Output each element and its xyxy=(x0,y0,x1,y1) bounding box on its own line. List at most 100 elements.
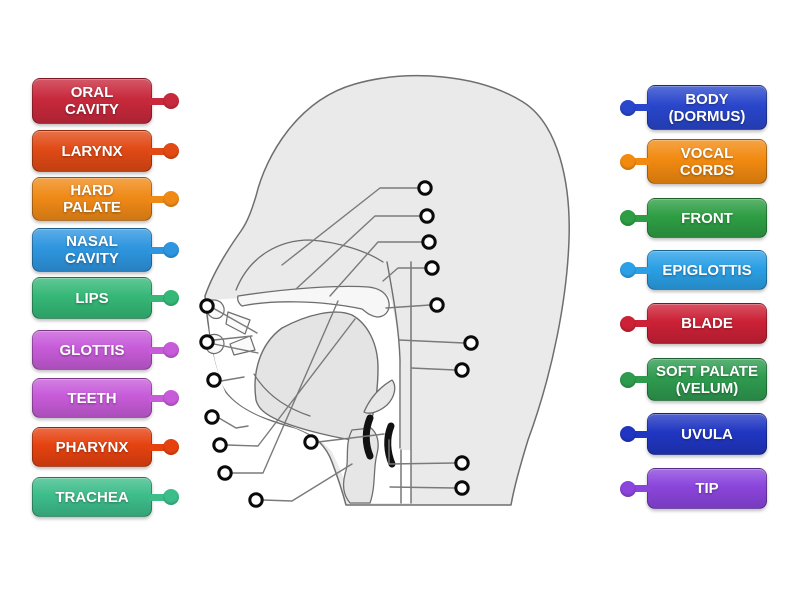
leader-line xyxy=(329,241,423,297)
connector-stem xyxy=(149,147,165,155)
label-text: UVULA xyxy=(681,425,733,443)
connector-dot xyxy=(163,290,179,306)
label-chip-epiglottis[interactable]: EPIGLOTTIS xyxy=(620,250,767,290)
answer-point[interactable] xyxy=(217,465,233,481)
label-text: NASAL CAVITY xyxy=(65,233,119,267)
label-chip-tip[interactable]: TIP xyxy=(620,468,767,509)
connector-dot xyxy=(163,191,179,207)
label-chip-oral-cavity[interactable]: ORAL CAVITY xyxy=(32,78,179,124)
label-text: EPIGLOTTIS xyxy=(662,261,752,279)
nasal-cavity-outline xyxy=(235,239,384,291)
leader-line xyxy=(410,367,456,371)
epiglottis-shape xyxy=(363,379,396,414)
connector-dot xyxy=(163,242,179,258)
label-text: TIP xyxy=(695,480,719,497)
leader-line xyxy=(220,376,245,382)
label-chip-larynx[interactable]: LARYNX xyxy=(32,130,179,172)
connector-dot xyxy=(620,426,636,442)
label-chip-vocal-cords[interactable]: VOCAL CORDS xyxy=(620,139,767,184)
connector-stem xyxy=(149,493,165,501)
vocal-fold-front xyxy=(362,414,374,460)
connector-dot xyxy=(163,143,179,159)
leader-line xyxy=(389,486,456,489)
label-text: TEETH xyxy=(67,389,117,407)
answer-point[interactable] xyxy=(463,335,479,351)
label-chip-hard-palate[interactable]: HARD PALATE xyxy=(32,177,179,221)
connector-stem xyxy=(149,394,165,402)
label-chip-lips[interactable]: LIPS xyxy=(32,277,179,319)
connector-stem xyxy=(634,104,650,111)
leader-line xyxy=(213,335,253,341)
connector-stem xyxy=(634,430,650,438)
connector-dot xyxy=(163,93,179,109)
label-text: FRONT xyxy=(681,209,733,227)
leader-line xyxy=(213,343,259,354)
label-chip-pharynx[interactable]: PHARYNX xyxy=(32,427,179,467)
answer-point[interactable] xyxy=(212,437,228,453)
label-chip-body-dormus[interactable]: BODY (DORMUS) xyxy=(620,85,767,130)
label-text: ORAL CAVITY xyxy=(65,84,119,118)
label-chip-teeth[interactable]: TEETH xyxy=(32,378,179,418)
leader-line xyxy=(212,307,258,334)
label-text: TRACHEA xyxy=(55,488,129,506)
label-text: LARYNX xyxy=(61,142,123,160)
answer-point[interactable] xyxy=(421,234,437,250)
connector-stem xyxy=(149,294,165,302)
answer-point[interactable] xyxy=(417,180,433,196)
label-text: HARD PALATE xyxy=(63,182,121,216)
answer-point[interactable] xyxy=(454,362,470,378)
label-chip-uvula[interactable]: UVULA xyxy=(620,413,767,455)
label-text: BLADE xyxy=(681,315,733,332)
connector-stem xyxy=(634,320,650,327)
leader-line xyxy=(231,300,339,474)
label-chip-soft-palate[interactable]: SOFT PALATE (VELUM) xyxy=(620,358,767,401)
label-text: LIPS xyxy=(75,289,109,307)
connector-stem xyxy=(149,443,165,451)
answer-point[interactable] xyxy=(206,372,222,388)
leader-line xyxy=(281,187,419,266)
answer-point[interactable] xyxy=(199,334,215,350)
connector-dot xyxy=(620,315,636,332)
connector-stem xyxy=(634,214,650,222)
leader-line xyxy=(262,463,353,502)
leader-line xyxy=(317,433,385,443)
connector-dot xyxy=(620,371,636,388)
jaw-line xyxy=(253,373,311,417)
connector-dot xyxy=(620,153,636,170)
connector-stem xyxy=(149,195,165,203)
hard-palate-shape xyxy=(236,285,390,318)
label-chip-nasal-cavity[interactable]: NASAL CAVITY xyxy=(32,228,179,272)
connector-dot xyxy=(163,489,179,505)
label-chip-glottis[interactable]: GLOTTIS xyxy=(32,330,179,370)
answer-point[interactable] xyxy=(248,492,264,508)
connector-stem xyxy=(149,97,165,105)
connector-dot xyxy=(620,99,636,116)
leader-line xyxy=(385,304,431,309)
leader-line xyxy=(295,215,421,290)
label-chip-blade[interactable]: BLADE xyxy=(620,303,767,344)
connector-dot xyxy=(620,262,636,278)
label-text: BODY (DORMUS) xyxy=(668,90,746,125)
vocal-fold-back xyxy=(384,422,396,468)
connector-stem xyxy=(149,246,165,254)
connector-stem xyxy=(634,158,650,165)
answer-point[interactable] xyxy=(429,297,445,313)
label-chip-front[interactable]: FRONT xyxy=(620,198,767,238)
label-chip-trachea[interactable]: TRACHEA xyxy=(32,477,179,517)
answer-point[interactable] xyxy=(454,480,470,496)
leader-line xyxy=(388,439,456,465)
connector-dot xyxy=(620,480,636,497)
leader-line xyxy=(218,417,249,429)
answer-point[interactable] xyxy=(199,298,215,314)
answer-point[interactable] xyxy=(204,409,220,425)
answer-point[interactable] xyxy=(424,260,440,276)
connector-stem xyxy=(634,376,650,383)
connector-dot xyxy=(620,210,636,226)
label-text: SOFT PALATE (VELUM) xyxy=(656,362,758,397)
answer-point[interactable] xyxy=(419,208,435,224)
connector-stem xyxy=(634,485,650,492)
answer-point[interactable] xyxy=(454,455,470,471)
answer-point[interactable] xyxy=(303,434,319,450)
